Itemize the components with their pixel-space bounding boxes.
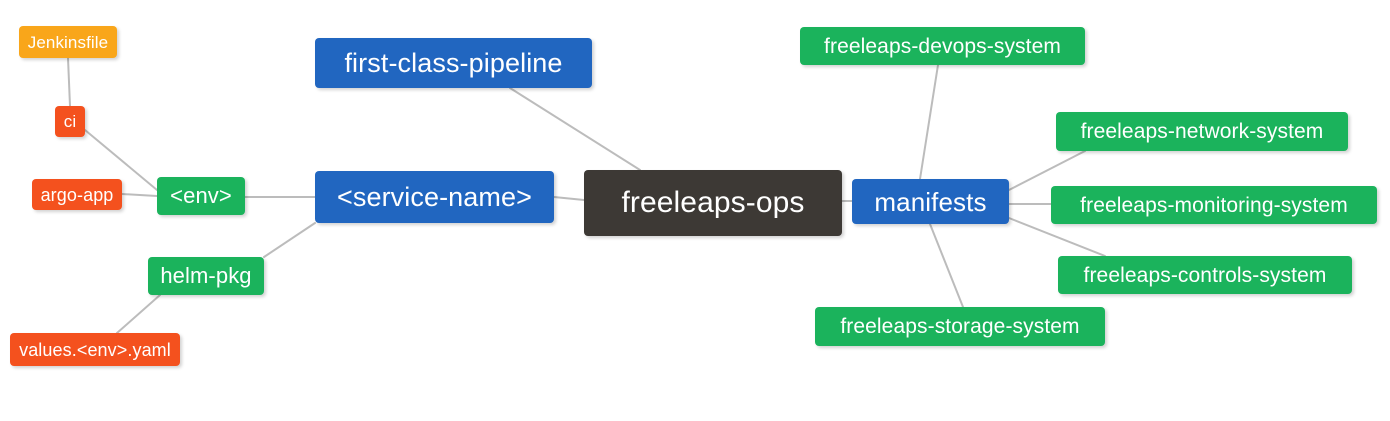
node-label-jenkinsfile: Jenkinsfile	[27, 32, 109, 52]
edge-manifests-to-freeleaps-network-system	[1008, 150, 1086, 191]
node-env[interactable]: <env>	[157, 177, 245, 215]
node-first-class-pipeline[interactable]: first-class-pipeline	[315, 38, 592, 88]
node-label-values-yaml: values.<env>.yaml	[19, 339, 171, 360]
node-label-freeleaps-storage-system: freeleaps-storage-system	[840, 315, 1080, 338]
node-label-freeleaps-controls-system: freeleaps-controls-system	[1083, 263, 1327, 287]
node-label-freeleaps-devops-system: freeleaps-devops-system	[824, 34, 1061, 58]
node-label-ci: ci	[63, 112, 77, 131]
node-label-freeleaps-ops: freeleaps-ops	[621, 186, 805, 219]
node-label-freeleaps-monitoring-system: freeleaps-monitoring-system	[1080, 193, 1348, 217]
node-label-argo-app: argo-app	[40, 184, 114, 205]
node-values-yaml[interactable]: values.<env>.yaml	[10, 333, 180, 366]
node-label-freeleaps-network-system: freeleaps-network-system	[1080, 120, 1324, 143]
edge-manifests-to-freeleaps-devops-system	[919, 64, 939, 180]
node-helm-pkg[interactable]: helm-pkg	[148, 257, 264, 295]
node-label-manifests: manifests	[874, 186, 987, 217]
node-freeleaps-network-system[interactable]: freeleaps-network-system	[1056, 112, 1348, 151]
node-freeleaps-monitoring-system[interactable]: freeleaps-monitoring-system	[1051, 186, 1377, 224]
node-label-env: <env>	[170, 183, 232, 208]
node-freeleaps-controls-system[interactable]: freeleaps-controls-system	[1058, 256, 1352, 294]
node-label-helm-pkg: helm-pkg	[160, 263, 252, 288]
node-jenkinsfile[interactable]: Jenkinsfile	[19, 26, 117, 58]
edge-helm-pkg-to-values-yaml	[116, 294, 161, 334]
edge-jenkinsfile-to-ci	[67, 57, 71, 107]
node-service-name[interactable]: <service-name>	[315, 171, 554, 223]
edge-service-name-to-helm-pkg	[263, 222, 316, 258]
node-freeleaps-ops[interactable]: freeleaps-ops	[584, 170, 842, 236]
edge-first-class-pipeline-to-freeleaps-ops	[509, 87, 641, 171]
node-ci[interactable]: ci	[55, 106, 85, 137]
node-label-first-class-pipeline: first-class-pipeline	[344, 47, 563, 78]
node-freeleaps-storage-system[interactable]: freeleaps-storage-system	[815, 307, 1105, 346]
node-manifests[interactable]: manifests	[852, 179, 1009, 224]
edge-argo-app-to-env	[121, 193, 158, 197]
edge-manifests-to-freeleaps-storage-system	[929, 223, 964, 308]
edge-service-name-to-freeleaps-ops	[553, 196, 585, 201]
node-argo-app[interactable]: argo-app	[32, 179, 122, 210]
node-label-service-name: <service-name>	[337, 181, 532, 212]
node-freeleaps-devops-system[interactable]: freeleaps-devops-system	[800, 27, 1085, 65]
